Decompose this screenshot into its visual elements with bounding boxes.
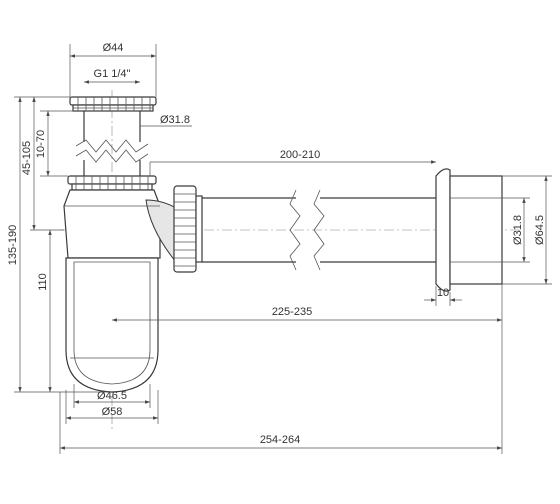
pipe-break-left [289, 189, 301, 271]
pipe-length-label: 200-210 [280, 149, 320, 161]
dim-flange-thickness: 10 [424, 286, 462, 306]
trap-to-pipe-end-label: 225-235 [272, 306, 312, 318]
outlet-nut [173, 185, 203, 273]
body-nut [67, 175, 157, 191]
upper-height-label: 45-105 [21, 141, 33, 175]
break-line-upper [75, 139, 149, 153]
cup-height-label: 110 [37, 273, 49, 291]
dim-cup-inner: Ø46.5 [73, 384, 151, 408]
dim-trap-to-end: 225-235 [112, 284, 503, 326]
break-line-lower [75, 149, 149, 163]
total-height-label: 135-190 [7, 225, 19, 265]
dim-pipe-length: 200-210 [149, 149, 436, 176]
thread-label: G1 1/4" [94, 68, 131, 80]
pipe-break-right [313, 189, 325, 271]
dim-overall-length: 254-264 [59, 326, 503, 454]
dim-inlet-tube: Ø31.8 [140, 114, 192, 127]
bottle-cup [65, 257, 159, 393]
cup-outer-diameter-label: Ø58 [102, 406, 123, 418]
cup-inner-diameter-label: Ø46.5 [97, 390, 127, 402]
trap-body [63, 189, 177, 264]
wall-flange [435, 168, 503, 292]
tube-adjust-label: 10-70 [35, 130, 47, 158]
dim-left-extension-lines [14, 96, 112, 393]
flange-thickness-label: 10 [437, 287, 449, 299]
dim-outlet-pipe-diameter: Ø31.8 [502, 197, 530, 263]
top-nut [69, 96, 157, 112]
outlet-pipe [202, 189, 436, 271]
overall-length-label: 254-264 [260, 434, 300, 446]
flange-diameter-label: Ø64.5 [534, 215, 546, 245]
dim-total-height: 135-190 [7, 97, 22, 392]
dim-top-diameter: Ø44 [69, 42, 157, 97]
inlet-tube-diameter-label: Ø31.8 [160, 114, 190, 126]
inlet-tube [75, 111, 149, 176]
dim-tube-adjust: 10-70 [35, 111, 50, 176]
dim-thread: G1 1/4" [84, 68, 140, 84]
top-diameter-label: Ø44 [103, 42, 124, 54]
dim-cup-height: 110 [37, 230, 52, 392]
dim-cup-outer: Ø58 [65, 390, 159, 424]
top-nut-knurl [77, 97, 151, 111]
dim-flange-diameter: Ø64.5 [502, 175, 552, 285]
dim-upper-height: 45-105 [21, 97, 36, 230]
outlet-pipe-diameter-label: Ø31.8 [512, 215, 524, 245]
